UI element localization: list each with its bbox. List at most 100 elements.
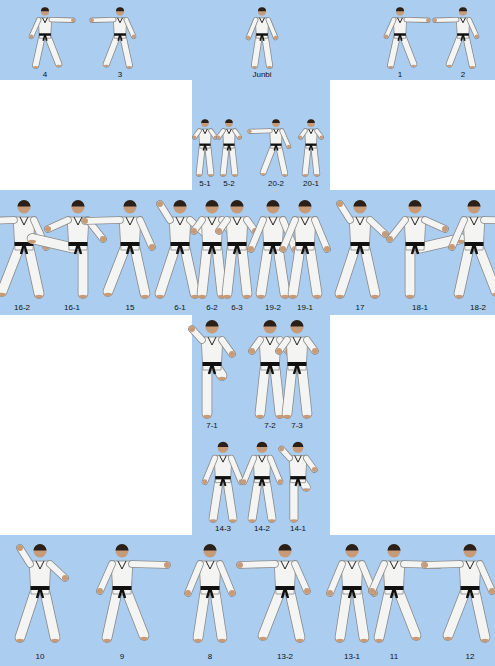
- fist: [489, 588, 495, 594]
- foot: [221, 174, 226, 176]
- head: [258, 8, 266, 16]
- belt-tail: [120, 35, 122, 41]
- limb: [244, 458, 254, 482]
- limb-outline: [213, 481, 219, 518]
- foot: [223, 295, 231, 299]
- collar: [233, 217, 241, 225]
- foot: [33, 66, 38, 68]
- limb: [370, 220, 385, 234]
- collar: [266, 337, 274, 345]
- fist: [304, 588, 310, 594]
- foot: [103, 639, 111, 643]
- hair: [206, 320, 219, 327]
- limb: [435, 18, 457, 22]
- collar: [74, 217, 82, 225]
- collar: [466, 561, 474, 569]
- foot: [210, 519, 217, 522]
- head: [354, 201, 367, 214]
- poses: [0, 7, 495, 642]
- fist: [242, 479, 247, 484]
- fist: [157, 201, 163, 207]
- collar: [390, 561, 398, 569]
- head: [307, 119, 315, 127]
- limb-outline: [263, 592, 280, 636]
- hair: [204, 544, 217, 550]
- collar: [293, 337, 301, 345]
- fist: [203, 479, 208, 484]
- limb: [2, 248, 19, 292]
- limb: [386, 20, 393, 37]
- limb: [399, 592, 416, 636]
- limb: [466, 37, 472, 65]
- limb: [208, 147, 211, 173]
- limb-outline: [425, 220, 445, 229]
- belt-tail: [298, 478, 300, 486]
- belt-tail: [45, 35, 47, 41]
- limb-outline: [425, 564, 460, 565]
- athlete-figure: [280, 200, 330, 298]
- head: [291, 321, 304, 334]
- limb-outline: [466, 37, 472, 65]
- foot: [282, 174, 287, 176]
- limb: [45, 592, 55, 638]
- hair: [116, 7, 124, 11]
- limb: [406, 248, 415, 294]
- head: [231, 201, 244, 214]
- limb: [310, 248, 317, 294]
- collar: [118, 18, 123, 23]
- step-number: 5-1: [199, 179, 211, 189]
- step-number: 2: [461, 70, 465, 80]
- limb-outline: [390, 220, 405, 239]
- fist: [193, 135, 196, 138]
- limb-outline: [370, 220, 385, 234]
- foot: [375, 639, 383, 643]
- limb-outline: [127, 592, 144, 636]
- limb-outline: [123, 37, 129, 65]
- limb: [203, 368, 212, 414]
- collar: [269, 217, 277, 225]
- limb-outline: [302, 368, 307, 414]
- limb: [293, 248, 300, 294]
- fist: [312, 467, 317, 472]
- foot: [303, 174, 308, 176]
- limb: [295, 564, 307, 591]
- collar: [295, 456, 302, 463]
- head: [206, 321, 219, 334]
- belt-tail: [229, 145, 231, 151]
- head: [116, 545, 129, 558]
- limb: [227, 481, 233, 518]
- limb: [459, 248, 469, 294]
- head: [293, 442, 304, 453]
- foot: [261, 173, 266, 175]
- limb-outline: [215, 592, 222, 638]
- limb-outline: [248, 20, 255, 38]
- limb-outline: [379, 592, 389, 638]
- limb: [202, 248, 207, 294]
- limb: [250, 129, 270, 133]
- limb-outline: [140, 220, 152, 247]
- belt-tail: [210, 588, 213, 598]
- hair: [257, 442, 268, 447]
- fist: [249, 348, 255, 354]
- limb-outline: [265, 37, 269, 65]
- limb: [106, 37, 117, 64]
- limb: [452, 220, 464, 247]
- limb: [227, 248, 232, 294]
- limb-outline: [48, 220, 68, 229]
- limb-outline: [107, 592, 117, 638]
- belt-tail: [463, 35, 465, 41]
- limb-outline: [185, 248, 195, 294]
- athlete-figure: [247, 7, 278, 68]
- limb-outline: [227, 248, 232, 294]
- limb-outline: [372, 564, 384, 591]
- limb-outline: [289, 481, 298, 518]
- fist: [387, 236, 393, 242]
- foot: [259, 637, 267, 641]
- fist: [276, 348, 282, 354]
- step-number: 13-2: [277, 652, 293, 662]
- athlete-figure: [299, 119, 323, 176]
- fist: [382, 231, 388, 237]
- head: [34, 545, 47, 558]
- fist: [237, 562, 243, 568]
- limb: [315, 220, 327, 249]
